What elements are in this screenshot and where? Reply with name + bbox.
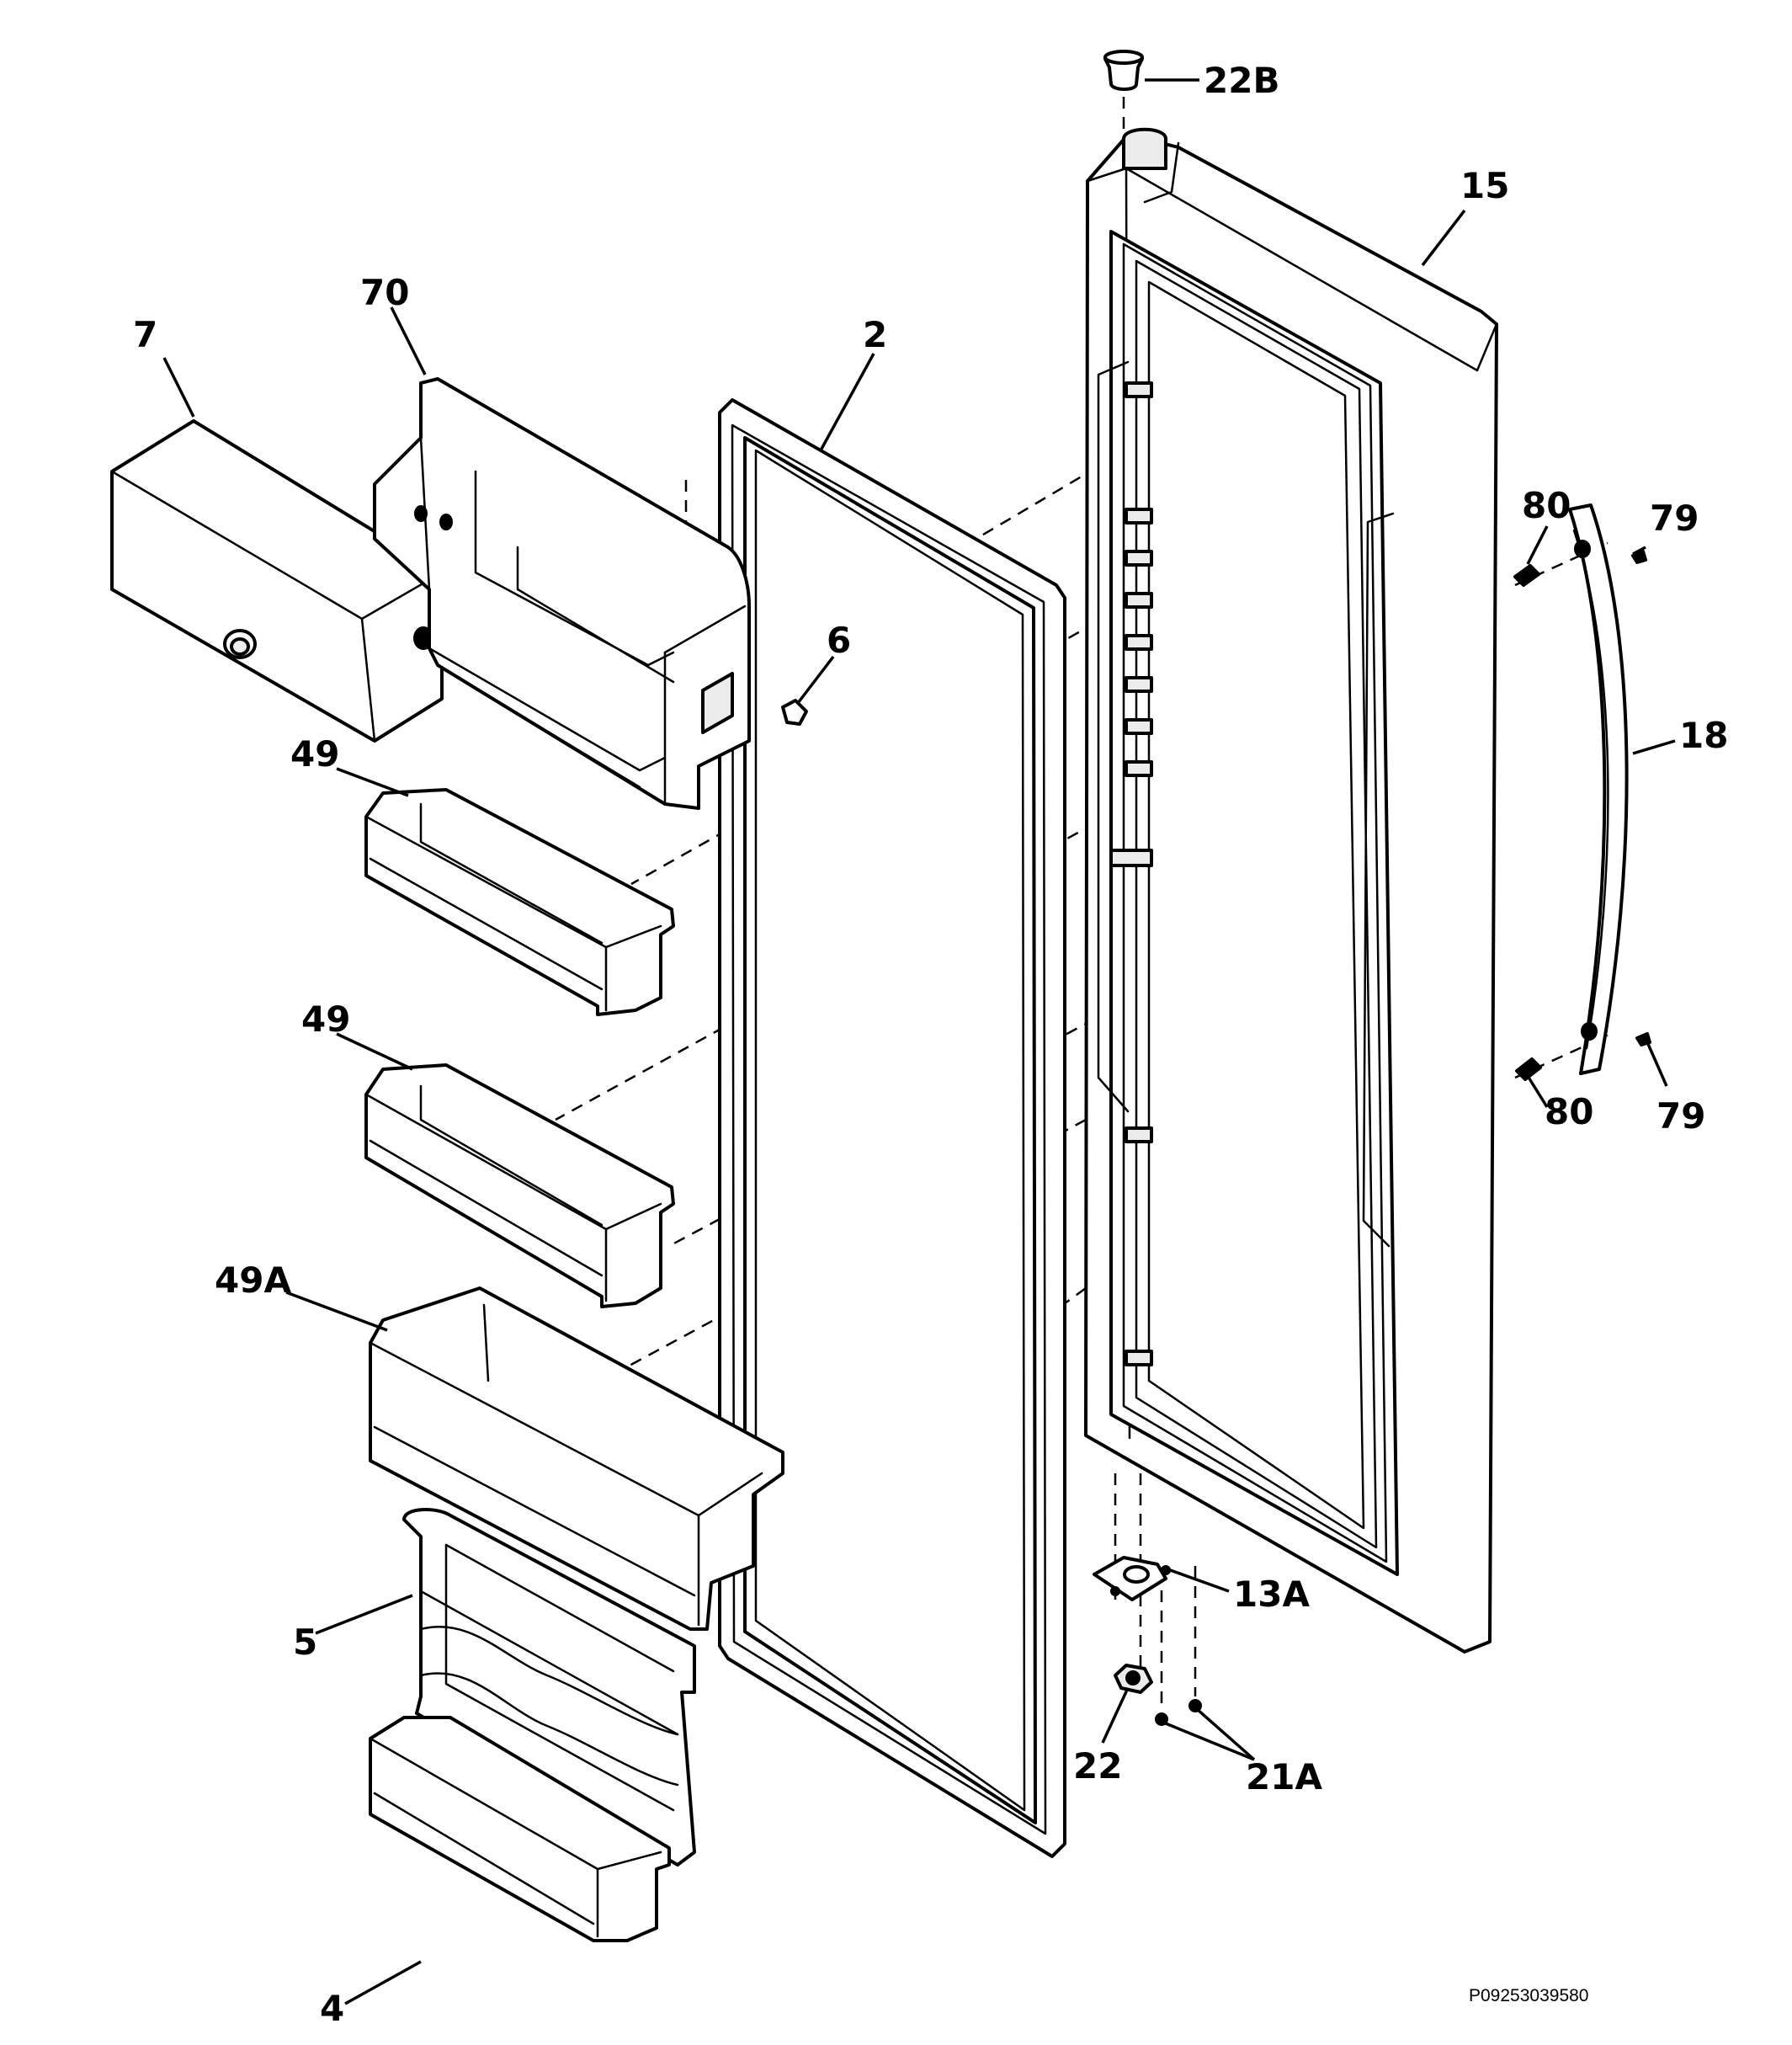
- hinge-bushing-22: [1114, 1664, 1153, 1694]
- callout-5: 5: [293, 1622, 317, 1663]
- screw-79-upper: [1631, 550, 1647, 564]
- callout-80-lower: 80: [1545, 1091, 1593, 1132]
- callout-21a: 21A: [1246, 1756, 1322, 1797]
- callout-18: 18: [1679, 715, 1728, 756]
- hinge-13a: [1093, 1556, 1171, 1601]
- door-bin-49-lower: [364, 1063, 675, 1308]
- door-cap-22b: [1103, 50, 1144, 91]
- callout-79-upper: 79: [1650, 498, 1699, 539]
- drawing-code: P09253039580: [1469, 1986, 1588, 2005]
- bottom-bin-4: [369, 1716, 671, 1942]
- callout-22: 22: [1073, 1745, 1122, 1787]
- leader-lines: [162, 78, 1676, 2005]
- callout-6: 6: [827, 620, 851, 661]
- callout-2: 2: [863, 314, 887, 355]
- callout-49-lower: 49: [301, 999, 350, 1040]
- door-handle-18: [1568, 503, 1629, 1075]
- screw-80-lower: [1515, 1057, 1542, 1081]
- callout-15: 15: [1460, 165, 1509, 206]
- callout-labels: 22B 15 70 7 2 80 79 6 49 18 49 80 79 49A…: [133, 60, 1728, 2029]
- screw-80-upper: [1513, 564, 1540, 587]
- callout-70: 70: [360, 272, 409, 313]
- door-panel-15: [1084, 127, 1498, 1654]
- callout-22b: 22B: [1204, 60, 1279, 101]
- callout-80-upper: 80: [1522, 485, 1571, 526]
- screw-79-lower: [1635, 1032, 1651, 1046]
- door-bin-49-upper: [364, 788, 675, 1016]
- callout-79-lower: 79: [1656, 1095, 1705, 1137]
- clip-6: [781, 699, 808, 726]
- door-bin-49a: [369, 1286, 784, 1631]
- door-gasket-2: [718, 398, 1066, 1858]
- dairy-compartment-70: [373, 377, 751, 810]
- callout-13a: 13A: [1233, 1574, 1310, 1615]
- callout-4: 4: [320, 1988, 344, 2029]
- dairy-door-7: [110, 419, 444, 743]
- callout-49a: 49A: [215, 1259, 291, 1301]
- callout-49-upper: 49: [290, 733, 339, 775]
- callout-7: 7: [133, 314, 157, 355]
